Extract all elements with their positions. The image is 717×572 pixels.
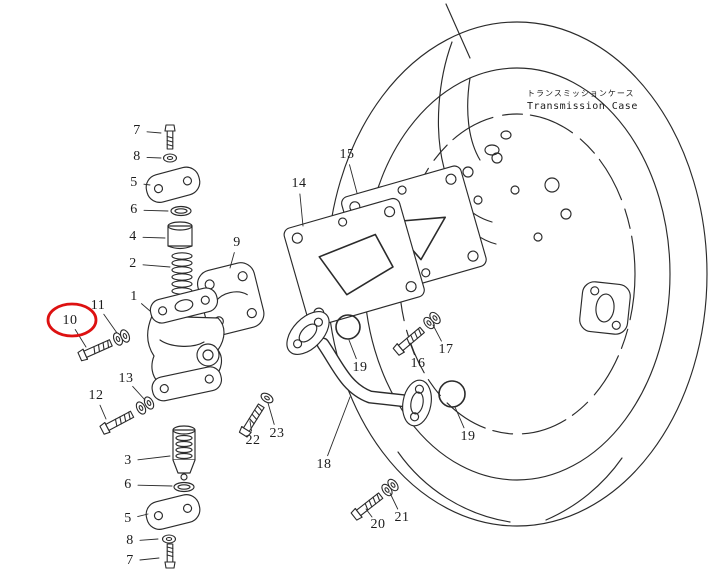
part-9-gasket xyxy=(197,262,265,336)
leader-line-3 xyxy=(137,455,171,461)
callout-7: 7 xyxy=(126,553,134,568)
part-17-washer xyxy=(421,309,443,332)
leader-line-6 xyxy=(137,484,173,487)
part-8-washer xyxy=(162,153,178,163)
part-6-o-ring xyxy=(173,481,195,493)
title-japanese: トランスミッションケース xyxy=(527,89,635,98)
part-2-spring xyxy=(171,252,193,295)
highlight-ring xyxy=(46,302,98,338)
callout-19: 19 xyxy=(352,360,368,375)
leader-line-10 xyxy=(74,329,87,348)
leader-line-20 xyxy=(365,508,373,518)
leader-line-5 xyxy=(137,513,149,518)
callout-2: 2 xyxy=(129,256,137,271)
leader-line-14 xyxy=(299,193,304,227)
leader-line-12 xyxy=(99,404,107,420)
title-block: トランスミッションケース Transmission Case xyxy=(527,88,638,112)
leader-line-11 xyxy=(103,313,118,334)
part-21-washer xyxy=(379,476,401,499)
leader-line-19 xyxy=(348,339,357,360)
leader-line-7 xyxy=(146,131,162,134)
leader-line-13 xyxy=(132,385,146,401)
part-7-bolt xyxy=(164,124,176,150)
leader-line-8 xyxy=(139,538,159,541)
callout-12: 12 xyxy=(88,388,104,403)
callout-14: 14 xyxy=(291,176,307,191)
leader-line-4 xyxy=(142,236,166,239)
leader-line-23 xyxy=(267,402,275,425)
callout-13: 13 xyxy=(118,371,134,386)
callout-1: 1 xyxy=(130,289,138,304)
leader-line-5 xyxy=(143,183,151,186)
leader-lines xyxy=(74,131,465,561)
callout-16: 16 xyxy=(410,356,426,371)
callout-3: 3 xyxy=(124,453,132,468)
pipe-flange-upper xyxy=(286,311,330,355)
part-5-cover xyxy=(145,166,201,203)
callout-9: 9 xyxy=(233,235,241,250)
part-13-washer xyxy=(133,394,157,417)
leader-line-17 xyxy=(432,324,442,342)
callout-20: 20 xyxy=(370,517,386,532)
leader-line-21 xyxy=(389,492,399,510)
part-1-valve-body xyxy=(147,287,225,402)
leader-line-2 xyxy=(142,264,171,268)
callout-8: 8 xyxy=(133,149,141,164)
callout-8: 8 xyxy=(126,533,134,548)
part-19-o-ring xyxy=(438,380,466,408)
leader-line-7 xyxy=(139,557,160,561)
leader-line-22 xyxy=(249,420,252,432)
case-side-port xyxy=(579,281,631,335)
callout-18: 18 xyxy=(316,457,332,472)
part-16-bolt xyxy=(391,325,427,357)
part-3-valve xyxy=(172,425,196,481)
callout-22: 22 xyxy=(245,433,261,448)
leader-line-9 xyxy=(229,252,235,269)
callout-6: 6 xyxy=(130,202,138,217)
callout-19: 19 xyxy=(460,429,476,444)
leader-line-19 xyxy=(454,406,465,429)
leader-line-1 xyxy=(141,303,151,312)
callout-5: 5 xyxy=(124,511,132,526)
callout-21: 21 xyxy=(394,510,410,525)
leader-line-8 xyxy=(146,156,162,159)
part-19-o-ring xyxy=(335,314,361,340)
part-14-mounting-plate xyxy=(283,197,425,327)
part-6-o-ring xyxy=(170,205,192,217)
callout-4: 4 xyxy=(129,229,137,244)
callout-6: 6 xyxy=(124,477,132,492)
leader-line-18 xyxy=(327,396,351,457)
part-7-bolt xyxy=(164,543,176,569)
callout-7: 7 xyxy=(133,123,141,138)
leader-line-6 xyxy=(143,209,169,212)
callout-11: 11 xyxy=(90,298,106,313)
pipe-flange-lower xyxy=(402,379,432,427)
leader-line-15 xyxy=(349,164,358,194)
part-8-washer xyxy=(161,534,177,544)
part-12-bolt xyxy=(98,408,136,436)
part-18-oil-pipe xyxy=(286,311,432,427)
part-5-cover xyxy=(145,494,201,530)
part-11-washer xyxy=(111,327,132,348)
part-4-piston xyxy=(167,221,193,250)
callout-5: 5 xyxy=(130,175,138,190)
callout-23: 23 xyxy=(269,426,285,441)
leader-line-16 xyxy=(409,342,415,356)
callout-17: 17 xyxy=(438,342,454,357)
callout-15: 15 xyxy=(339,147,355,162)
part-23-washer xyxy=(258,390,276,406)
title-english: Transmission Case xyxy=(527,101,638,112)
callout-10: 10 xyxy=(62,313,78,328)
